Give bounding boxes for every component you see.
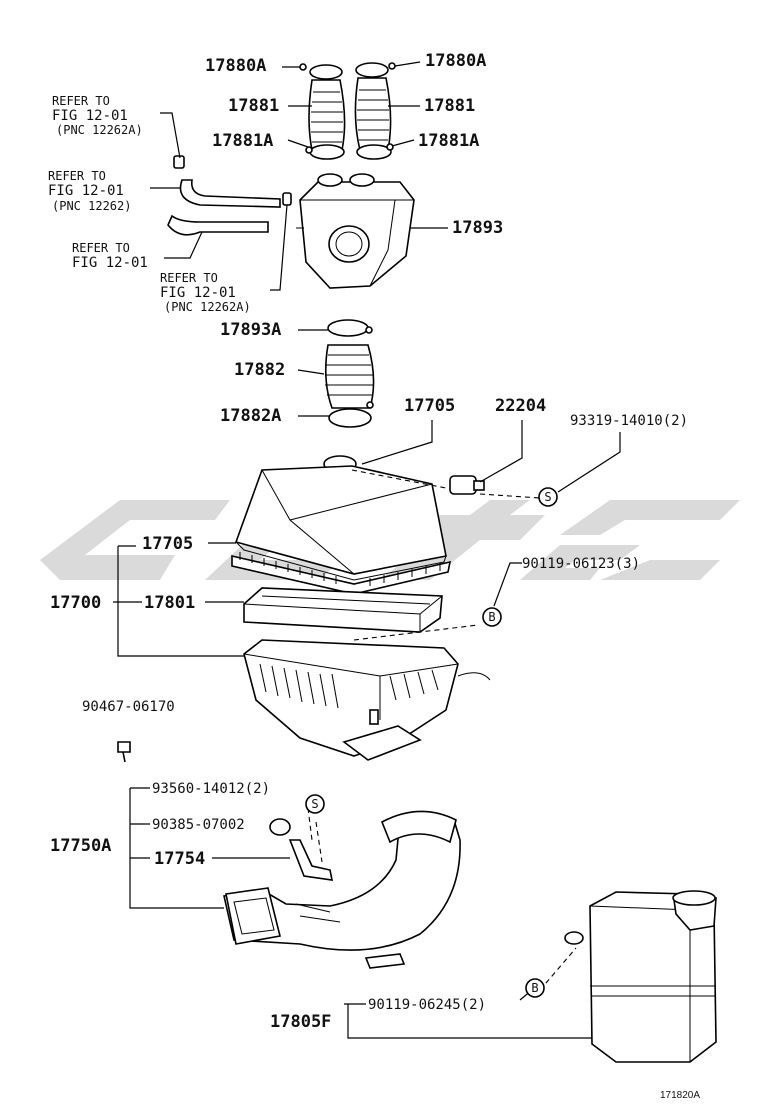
hose-17881-right <box>354 62 392 160</box>
svg-text:(PNC 12262A): (PNC 12262A) <box>164 300 251 314</box>
svg-text:REFER TO: REFER TO <box>72 241 130 255</box>
svg-text:REFER TO: REFER TO <box>48 169 106 183</box>
label-17882: 17882 <box>234 360 285 380</box>
figure-code: 171820A <box>660 1090 700 1101</box>
label-17881-right: 17881 <box>424 96 475 116</box>
label-17880a-right: 17880A <box>425 51 486 71</box>
marker-b-2: B <box>525 978 545 998</box>
label-17893a: 17893A <box>220 320 281 340</box>
label-90467-06170: 90467-06170 <box>82 699 175 715</box>
label-17750a: 17750A <box>50 836 111 856</box>
label-17882a: 17882A <box>220 406 281 426</box>
refer-note-2: REFER TO FIG 12-01 (PNC 12262) <box>48 169 131 213</box>
svg-text:B: B <box>531 981 538 995</box>
air-cleaner-case <box>243 639 491 761</box>
bracket-17754 <box>288 839 334 881</box>
resonator-17893 <box>296 173 415 289</box>
svg-text:B: B <box>488 610 495 624</box>
hose-17882 <box>324 319 375 428</box>
svg-text:REFER TO: REFER TO <box>160 271 218 285</box>
label-17801: 17801 <box>144 593 195 613</box>
refer-note-4: REFER TO FIG 12-01 (PNC 12262A) <box>160 271 251 314</box>
svg-text:FIG 12-01: FIG 12-01 <box>52 108 128 124</box>
label-17893: 17893 <box>452 218 503 238</box>
marker-b-1: B <box>482 607 502 627</box>
dashed-lines <box>307 469 577 991</box>
label-90385-07002: 90385-07002 <box>152 817 245 833</box>
label-22204: 22204 <box>495 396 546 416</box>
label-17881-left: 17881 <box>228 96 279 116</box>
bolt-90467 <box>117 741 131 763</box>
refer-note-1: REFER TO FIG 12-01 (PNC 12262A) <box>52 94 143 137</box>
svg-text:(PNC 12262A): (PNC 12262A) <box>56 123 143 137</box>
svg-text:REFER TO: REFER TO <box>52 94 110 108</box>
label-93319-14010: 93319-14010(2) <box>570 413 688 429</box>
label-90119-06245: 90119-06245(2) <box>368 997 486 1013</box>
label-17700: 17700 <box>50 593 101 613</box>
label-93560-14012: 93560-14012(2) <box>152 781 270 797</box>
hose-17881-left <box>308 64 346 160</box>
svg-text:S: S <box>311 797 318 811</box>
grommet-90385 <box>269 818 291 836</box>
filter-element-17801 <box>243 587 443 633</box>
refer-note-3: REFER TO FIG 12-01 <box>72 241 148 271</box>
svg-text:(PNC 12262): (PNC 12262) <box>52 199 131 213</box>
sensor-22204 <box>449 475 485 495</box>
marker-s-1: S <box>538 487 558 507</box>
label-17754: 17754 <box>154 849 205 869</box>
label-17705-top: 17705 <box>404 396 455 416</box>
clip-ref-12262a-2 <box>282 192 292 206</box>
label-17881a-right: 17881A <box>418 131 479 151</box>
resonator-17805f <box>564 890 717 1063</box>
intake-duct-17750a <box>223 810 461 969</box>
label-17805f: 17805F <box>270 1012 331 1032</box>
leader-lines <box>113 61 621 1039</box>
clip-ref-12262a <box>173 155 185 169</box>
hose-ref-fig12 <box>167 214 269 236</box>
svg-text:FIG 12-01: FIG 12-01 <box>72 255 148 271</box>
air-cleaner-cap-17705 <box>231 455 452 595</box>
svg-text:S: S <box>544 490 551 504</box>
hose-ref-12262 <box>179 179 281 208</box>
svg-text:FIG 12-01: FIG 12-01 <box>48 183 124 199</box>
marker-s-2: S <box>305 794 325 814</box>
label-17880a-left: 17880A <box>205 56 266 76</box>
svg-text:FIG 12-01: FIG 12-01 <box>160 285 236 301</box>
label-17881a-left: 17881A <box>212 131 273 151</box>
label-90119-06123: 90119-06123(3) <box>522 556 640 572</box>
label-17705-left: 17705 <box>142 534 193 554</box>
